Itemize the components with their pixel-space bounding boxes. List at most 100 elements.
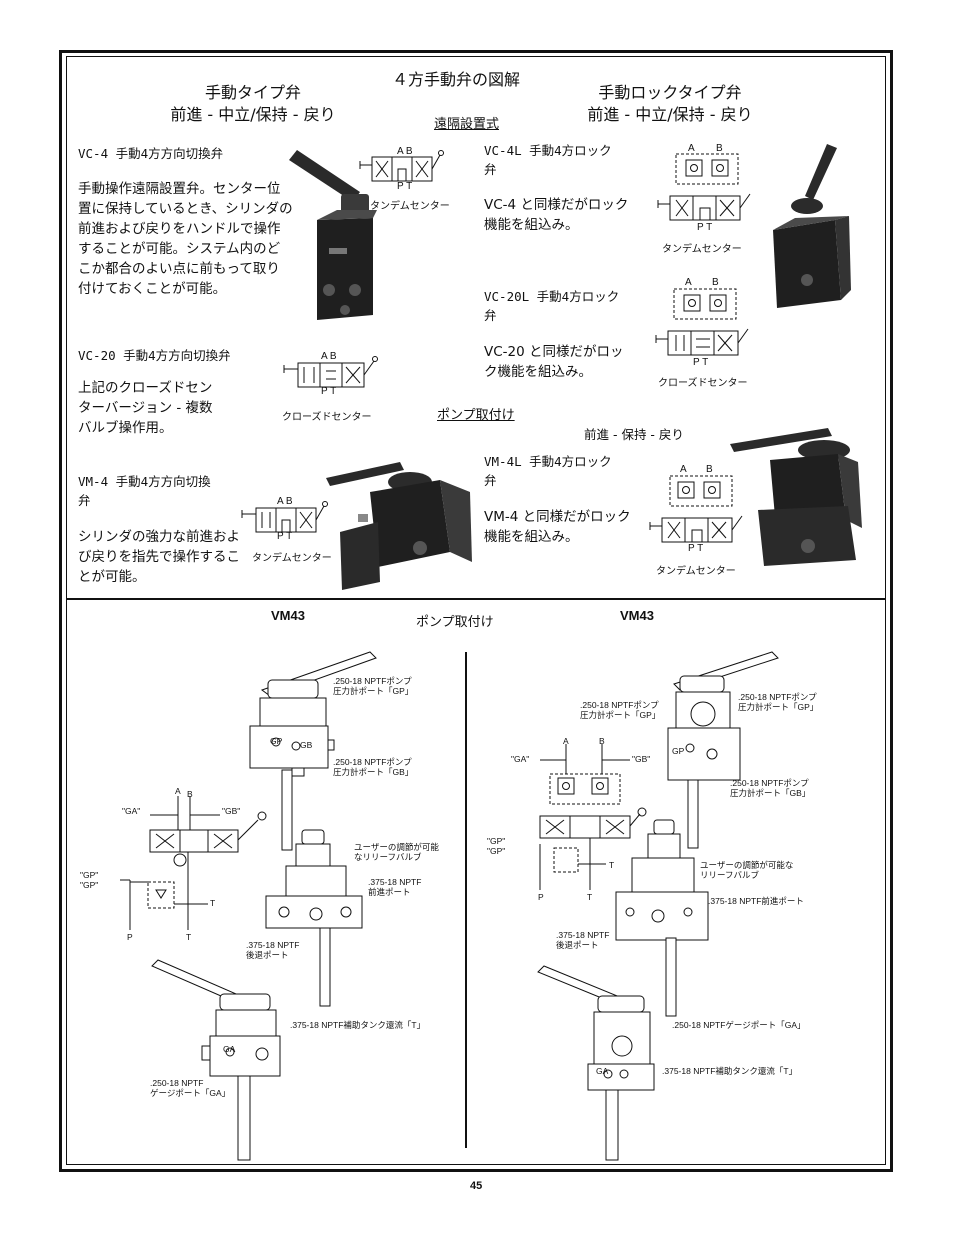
vc20-symbol-caption: クローズドセンター	[282, 412, 372, 423]
vm4-ports-pt: P T	[277, 531, 293, 542]
right-gp-label: GP	[672, 746, 685, 756]
left-column-title: 手動タイプ弁 前進 - 中立/保持 - 戻り	[170, 83, 336, 124]
inner-frame	[66, 56, 886, 1165]
vc4l-symbol-caption: タンデムセンター	[662, 244, 742, 255]
column-divider	[465, 652, 467, 1148]
vc20-model: VC-20 手動4方方向切換弁	[78, 348, 231, 363]
left-relief-callout: ユーザーの調節が可能 なリリーフバルブ	[354, 842, 439, 862]
vm4-model: VM-4 手動4方方向切換弁	[78, 474, 211, 508]
left-gp-label-1: "GP"	[80, 870, 99, 880]
vc4-ports-pt: P T	[397, 181, 413, 192]
vm4-symbol-caption: タンデムセンター	[252, 553, 332, 564]
left-gp-callout: .250-18 NPTFポンプ 圧力計ポート「GP」	[333, 676, 414, 696]
left-gb-callout: .250-18 NPTFポンプ 圧力計ポート「GB」	[333, 757, 414, 777]
vm4-ports-ab: A B	[277, 496, 293, 507]
vm4l-port-b: B	[706, 464, 713, 475]
vc4-model: VC-4 手動4方方向切換弁	[78, 146, 224, 161]
pump-mount-heading: ポンプ取付け	[437, 408, 515, 423]
right-gb-label: "GB"	[632, 754, 651, 764]
vc4l-description: VC-4 と同様だがロック機能を組込み。	[484, 197, 629, 233]
vc4-symbol-caption: タンデムセンター	[370, 201, 450, 212]
left-tank-callout: .375-18 NPTF補助タンク還流「T」	[290, 1020, 426, 1030]
vc4-valve-photo	[289, 150, 377, 320]
left-schematic-port-t: T	[186, 932, 192, 942]
left-schematic-port-b: B	[187, 789, 193, 799]
vm4-description: シリンダの強力な前進および戻りを指先で操作することが可能。	[78, 529, 240, 585]
left-stem-1	[281, 769, 293, 851]
left-stem-2	[319, 927, 331, 1007]
vc20-closed-symbol	[283, 356, 378, 388]
right-schematic-port-p: P	[538, 892, 544, 902]
vc4-tandem-symbol	[359, 150, 444, 182]
left-valve-drawing-bottom	[151, 959, 281, 1161]
vc20-ports-pt: P T	[321, 386, 337, 397]
right-stem-2	[665, 937, 677, 1017]
right-schematic-port-b: B	[599, 736, 605, 746]
right-ga-callout: .250-18 NPTFゲージポート「GA」	[672, 1020, 806, 1030]
vc20l-port-b: B	[712, 277, 719, 288]
page-title: ４方手動弁の図解	[392, 70, 521, 89]
right-ga-label: "GA"	[511, 754, 530, 764]
vc20l-ports-pt: P T	[693, 357, 709, 368]
right-advance-callout: .375-18 NPTF前進ポート	[708, 896, 804, 906]
right-column-title: 手動ロックタイプ弁 前進 - 中立/保持 - 戻り	[587, 83, 753, 124]
vc20l-symbol-caption: クローズドセンター	[658, 378, 748, 389]
right-relief-callout: ユーザーの調節が可能な リリーフバルブ	[700, 860, 794, 880]
vc20-ports-ab: A B	[321, 351, 337, 362]
vc20l-port-a: A	[685, 277, 692, 288]
vm4l-valve-photo	[730, 428, 862, 566]
vm4-tandem-symbol	[241, 501, 328, 533]
vm4l-model: VM-4L 手動4方ロック弁	[484, 454, 612, 488]
left-gp-label: GP	[270, 736, 283, 746]
vm43-right-label: VM43	[620, 608, 654, 623]
vc20l-lock-symbol	[655, 288, 749, 356]
adv-hold-ret-heading: 前進 - 保持 - 戻り	[584, 427, 684, 442]
section-divider	[66, 598, 886, 600]
lower-pump-mount-heading: ポンプ取付け	[416, 615, 494, 630]
vc4l-port-a: A	[688, 143, 695, 154]
vm4-valve-photo	[326, 462, 472, 590]
right-schematic-port-a: A	[563, 736, 569, 746]
right-gb-callout: .250-18 NPTFポンプ 圧力計ポート「GB」	[730, 778, 811, 798]
right-tank-callout: .375-18 NPTF補助タンク還流「T」	[662, 1066, 798, 1076]
vc20l-model: VC-20L 手動4方ロック弁	[484, 289, 620, 323]
vc4-description: 手動操作遠隔設置弁。センター位置に保持しているとき、シリンダの前進および戻りをハ…	[78, 181, 293, 297]
remote-mount-heading: 遠隔設置式	[434, 117, 500, 132]
right-valve-drawing-bottom	[537, 965, 655, 1161]
left-gp-label-2: "GP"	[80, 880, 99, 890]
right-schematic-t-side: T	[609, 860, 615, 870]
right-stem-1	[687, 779, 699, 849]
right-gp-callout-left: .250-18 NPTFポンプ 圧力計ポート「GP」	[580, 700, 661, 720]
left-schematic-port-a: A	[175, 786, 181, 796]
left-ga-small-label: GA	[223, 1044, 236, 1054]
right-return-callout: .375-18 NPTF 後退ポート	[556, 930, 610, 950]
left-relief-block-drawing	[265, 829, 363, 929]
vc4l-valve-photo	[773, 144, 851, 308]
left-valve-drawing-top	[249, 651, 377, 777]
right-relief-block-drawing	[615, 819, 709, 941]
left-schematic-t-side: T	[210, 898, 216, 908]
vc4-ports-ab: A B	[397, 146, 413, 157]
left-ga-label: "GA"	[122, 806, 141, 816]
page-number: 45	[470, 1180, 483, 1192]
left-advance-callout: .375-18 NPTF 前進ポート	[368, 877, 422, 897]
left-ga-callout: .250-18 NPTF ゲージポート「GA」	[150, 1078, 231, 1098]
outer-frame	[59, 50, 893, 1172]
vm4l-symbol-caption: タンデムセンター	[656, 566, 736, 577]
left-hydraulic-schematic	[120, 796, 267, 930]
vc4l-ports-pt: P T	[697, 222, 713, 233]
right-hydraulic-schematic	[539, 744, 647, 890]
vc20l-description: VC-20 と同様だがロック機能を組込み。	[484, 344, 624, 380]
left-gb-label: GB	[300, 740, 313, 750]
right-gp-label-1: "GP"	[487, 836, 506, 846]
right-gp-label-2: "GP"	[487, 846, 506, 856]
right-gp-callout-right: .250-18 NPTFポンプ 圧力計ポート「GP」	[738, 692, 819, 712]
vc4l-port-b: B	[716, 143, 723, 154]
vc4l-model: VC-4L 手動4方ロック弁	[484, 143, 612, 177]
vm4l-lock-symbol	[649, 475, 743, 543]
left-gb-schematic-label: "GB"	[222, 806, 241, 816]
right-schematic-port-t: T	[587, 892, 593, 902]
left-return-callout: .375-18 NPTF 後退ポート	[246, 940, 300, 960]
vm43-left-label: VM43	[271, 608, 305, 623]
right-ga-small-label: GA	[596, 1066, 609, 1076]
